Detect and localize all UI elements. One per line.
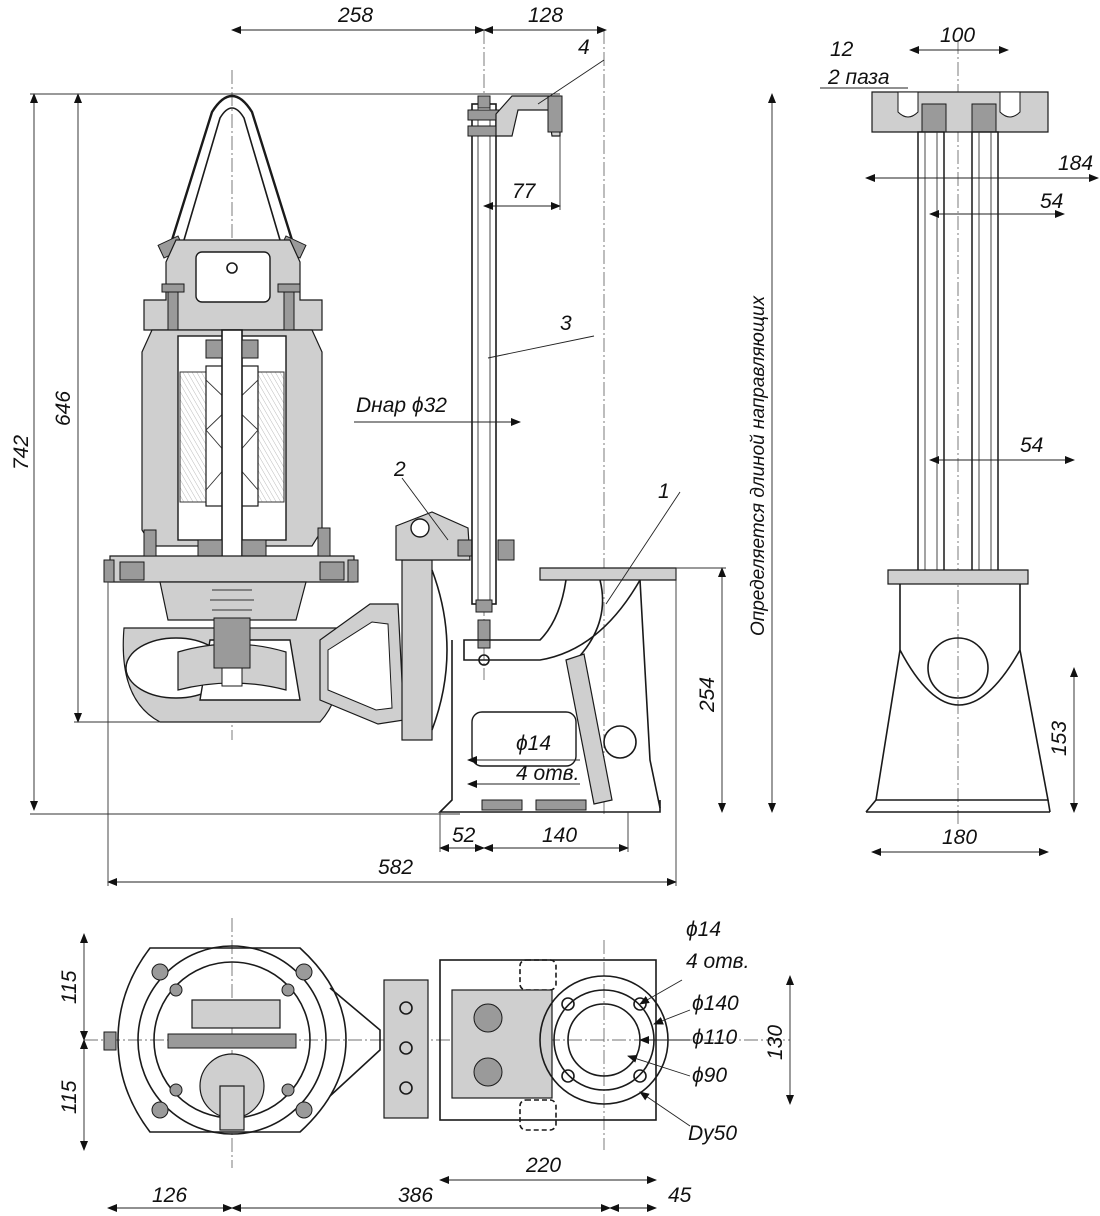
guide-rail [467,30,563,680]
plan-view [84,918,790,1168]
slots-label: 2 паза [827,66,890,89]
dim-220: 220 [525,1154,561,1177]
dim-54-upper: 54 [1040,190,1063,213]
side-view [865,40,1051,826]
dim-12: 12 [830,38,854,61]
dnar-label: Dнар ϕ32 [356,394,447,417]
dim-646: 646 [52,391,75,426]
dim-115-top: 115 [58,970,81,1004]
dim-128: 128 [528,4,563,27]
dy50-label: Dy50 [688,1122,737,1145]
dim-386: 386 [398,1184,433,1207]
part-1-label: 1 [658,480,670,503]
dim-258: 258 [337,4,373,27]
dim-184: 184 [1058,152,1093,175]
flange-90-label: ϕ90 [692,1064,727,1087]
hole-diameter-label: ϕ14 [516,732,551,755]
dim-100: 100 [940,24,975,47]
part-3-label: 3 [560,312,572,335]
dimension-lines [30,26,1099,1212]
flange-140-label: ϕ140 [692,992,739,1015]
dim-126: 126 [152,1184,187,1207]
part-2-label: 2 [393,458,406,481]
guide-length-note: Определяется длиной направляющих [748,294,769,636]
dimension-labels: 258 128 742 646 77 254 52 140 582 100 12… [10,4,1093,1207]
dim-52: 52 [452,824,476,847]
flange-110-label: ϕ110 [692,1026,737,1049]
plan-hole-count-label: 4 отв. [686,950,749,973]
part-4-label: 4 [578,36,590,59]
dim-45: 45 [668,1184,692,1207]
duckfoot-base [438,30,677,816]
dim-582: 582 [378,856,413,879]
dim-54-lower: 54 [1020,434,1043,457]
dim-77: 77 [512,180,537,203]
dim-254: 254 [696,677,719,713]
dim-742: 742 [10,435,33,470]
dim-115-bottom: 115 [58,1080,81,1114]
dim-140: 140 [542,824,577,847]
callout-labels: 1 2 3 4 2 паза Dнар ϕ32 ϕ14 4 отв. ϕ14 4… [356,36,890,1145]
dim-130: 130 [764,1025,787,1060]
plan-hole-diameter-label: ϕ14 [686,918,721,941]
front-view [103,70,515,741]
dim-153: 153 [1048,721,1071,756]
dim-180: 180 [942,826,977,849]
hole-count-label: 4 отв. [516,762,579,785]
lifting-handle [170,94,294,241]
